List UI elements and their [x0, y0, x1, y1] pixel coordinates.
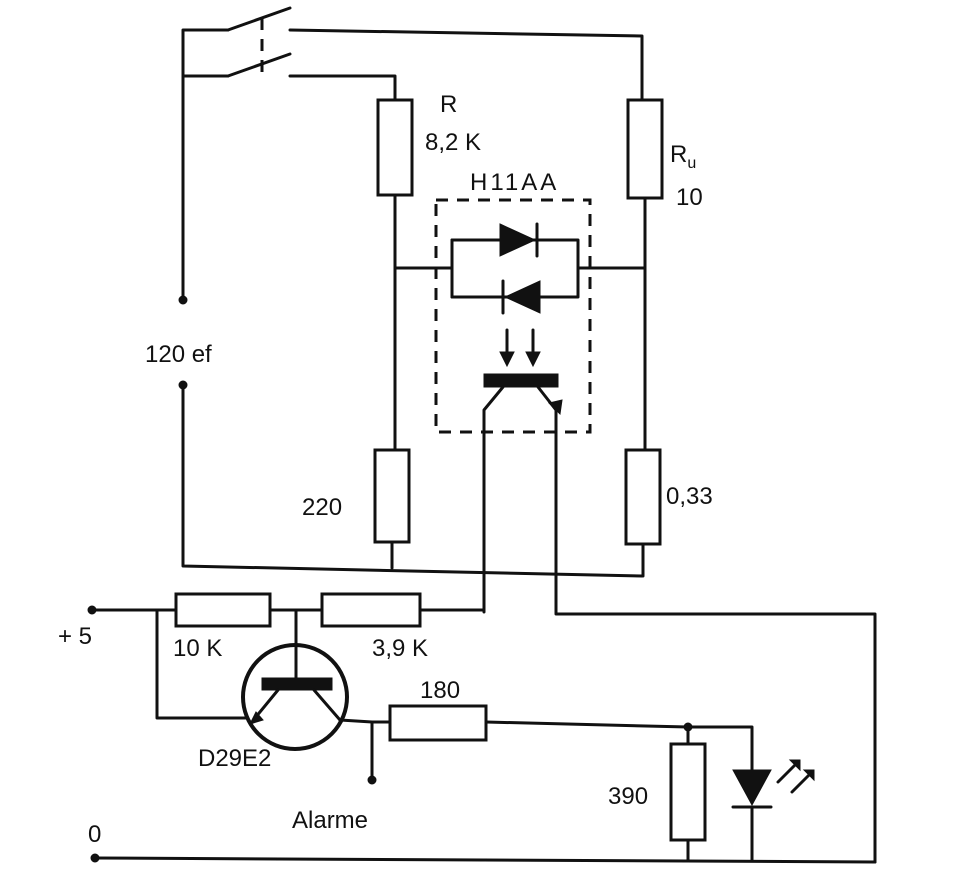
ac-terminal-bottom: [178, 380, 188, 390]
alarm-terminal: [367, 775, 377, 785]
resistor-ru-label: Ru: [670, 141, 696, 172]
resistor-r-8-2k: [376, 98, 414, 197]
resistor-0-33: [624, 448, 662, 546]
ground-rail: [93, 856, 877, 864]
light-arrows: [499, 328, 541, 368]
alarm-led: [731, 759, 815, 862]
resistor-10k-label: 10 K: [173, 635, 222, 662]
ac-supply-label: 120 ef: [145, 341, 212, 368]
optocoupler-label: H11AA: [470, 169, 559, 196]
phototransistor: [482, 373, 877, 864]
resistor-180-label: 180: [420, 677, 460, 704]
resistor-r-label: R: [440, 91, 457, 118]
ground-label: 0: [88, 821, 101, 848]
resistor-3-9k: [320, 592, 422, 628]
resistor-3-9k-label: 3,9 K: [372, 635, 428, 662]
resistor-ru-10: [626, 98, 664, 200]
resistor-180: [388, 704, 488, 742]
optocoupler-outline: [434, 198, 592, 434]
resistor-390: [669, 742, 707, 842]
ground-terminal: [90, 853, 100, 863]
antiparallel-led-pair: [393, 222, 647, 315]
plus5-label: + 5: [58, 623, 92, 650]
alarm-label: Alarme: [292, 807, 368, 834]
resistor-220: [373, 448, 411, 544]
resistor-220-label: 220: [302, 494, 342, 521]
transistor-d29e2: [241, 608, 392, 751]
ac-supply-wiring: [181, 6, 644, 578]
resistor-10k: [174, 592, 272, 628]
plus5-terminal: [87, 605, 97, 615]
resistor-390-label: 390: [608, 783, 648, 810]
resistor-0-33-label: 0,33: [666, 483, 713, 510]
transistor-label: D29E2: [198, 745, 271, 772]
resistor-r-value: 8,2 K: [425, 129, 481, 156]
ac-terminal-top: [178, 295, 188, 305]
resistor-ru-value: 10: [676, 184, 703, 211]
